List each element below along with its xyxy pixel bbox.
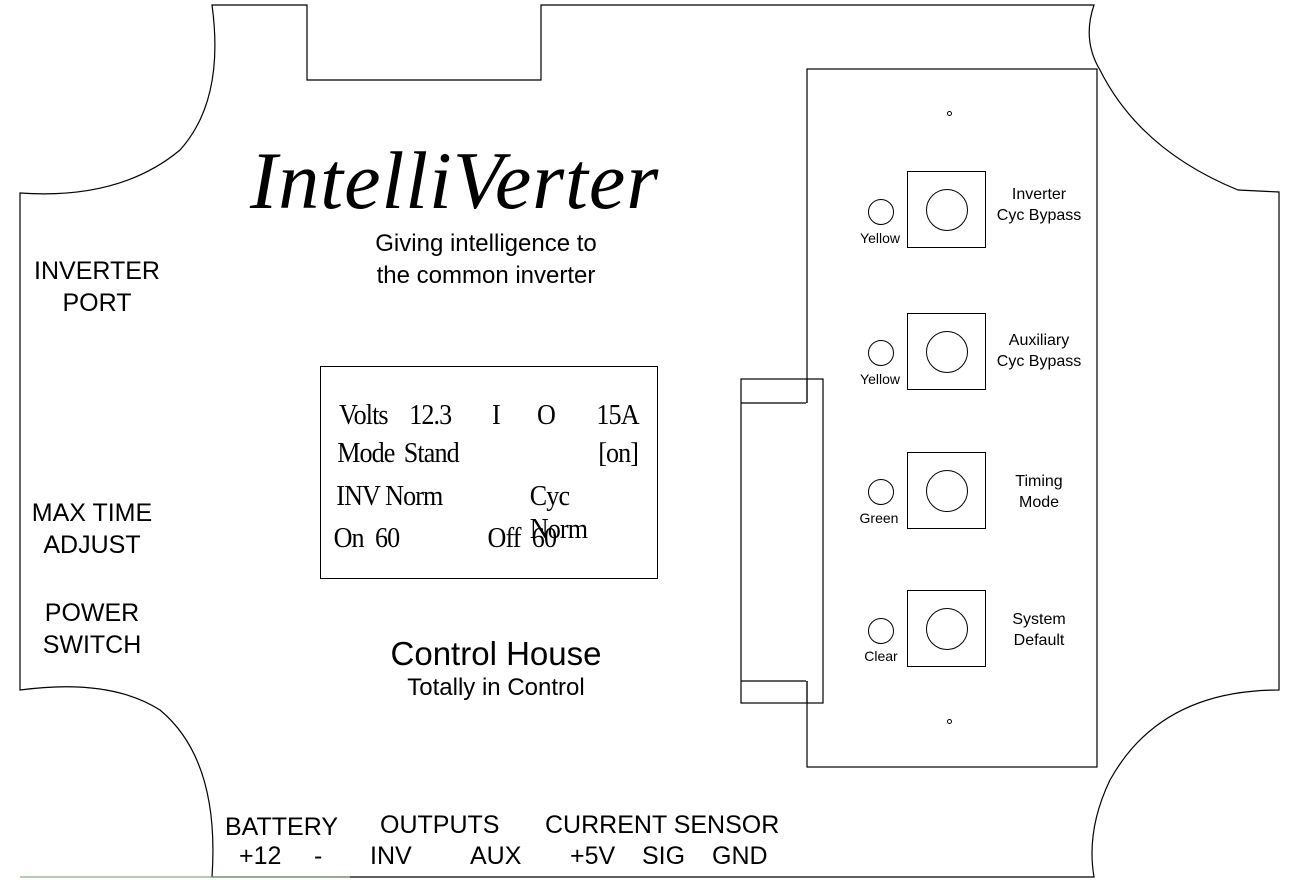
system-default-button[interactable]: [907, 590, 986, 667]
max-time-adjust-label: MAX TIME ADJUST: [31, 499, 153, 559]
lcd-volts-value: 12.3: [409, 399, 452, 431]
inverter-port-label: INVERTER PORT: [34, 257, 160, 317]
led-indicator-yellow-2: [868, 340, 894, 366]
ribbon-connector: [740, 378, 824, 704]
button-knob-icon: [926, 470, 968, 512]
lcd-volts-label: Volts: [339, 399, 389, 431]
brand-tagline-1: Giving intelligence to: [375, 230, 597, 257]
led-label: Green: [859, 510, 899, 526]
led-label: Yellow: [860, 230, 900, 246]
mounting-hole-top: [947, 111, 952, 116]
company-slogan: Totally in Control: [407, 674, 585, 701]
output-pin-inv: INV: [370, 842, 412, 870]
button-label: System Default: [1012, 611, 1066, 649]
lcd-input-indicator: I: [492, 399, 501, 431]
lcd-off-time: Off 60: [487, 522, 558, 554]
battery-pin-negative: -: [314, 842, 323, 870]
sensor-pin-gnd: GND: [712, 842, 768, 870]
inverter-cyc-bypass-button[interactable]: [907, 171, 986, 248]
auxiliary-cyc-bypass-button[interactable]: [907, 313, 986, 390]
led-label: Clear: [864, 648, 898, 664]
lcd-display: Volts 12.3 I O 15A Mode Stand [on] INV N…: [320, 366, 658, 579]
current-sensor-heading: CURRENT SENSOR: [545, 811, 780, 839]
lcd-inv-status: INV Norm: [336, 480, 443, 512]
output-pin-aux: AUX: [470, 842, 522, 870]
lcd-mode-label: Mode: [337, 437, 395, 469]
mounting-hole-bottom: [947, 719, 952, 724]
outputs-heading: OUTPUTS: [380, 811, 500, 839]
led-indicator-clear: [868, 618, 894, 644]
battery-heading: BATTERY: [225, 813, 338, 841]
button-label: Inverter Cyc Bypass: [996, 186, 1082, 224]
led-indicator-green: [868, 479, 894, 505]
button-knob-icon: [926, 189, 968, 231]
lcd-state-value: [on]: [598, 437, 639, 469]
lcd-current-value: 15A: [596, 399, 639, 431]
button-knob-icon: [926, 608, 968, 650]
button-label: Timing Mode: [1015, 473, 1063, 511]
lcd-output-indicator: O: [537, 399, 556, 431]
brand-tagline-2: the common inverter: [376, 262, 596, 289]
lcd-mode-value: Stand: [403, 437, 460, 469]
company-name: Control House: [390, 635, 602, 672]
button-knob-icon: [926, 331, 968, 373]
sensor-pin-sig: SIG: [642, 842, 686, 870]
timing-mode-button[interactable]: [907, 452, 986, 529]
power-switch-label: POWER SWITCH: [42, 599, 142, 659]
lcd-cyc-status: Cyc Norm: [529, 480, 588, 545]
sensor-pin-5v: +5V: [570, 842, 616, 870]
lcd-on-time: On 60: [333, 522, 401, 554]
battery-pin-positive: +12: [239, 842, 282, 870]
button-label: Auxiliary Cyc Bypass: [996, 332, 1082, 370]
led-label: Yellow: [860, 371, 900, 387]
led-indicator-yellow-1: [868, 199, 894, 225]
brand-title: IntelliVerter: [250, 135, 660, 226]
enclosure-body: [19, 4, 1280, 878]
